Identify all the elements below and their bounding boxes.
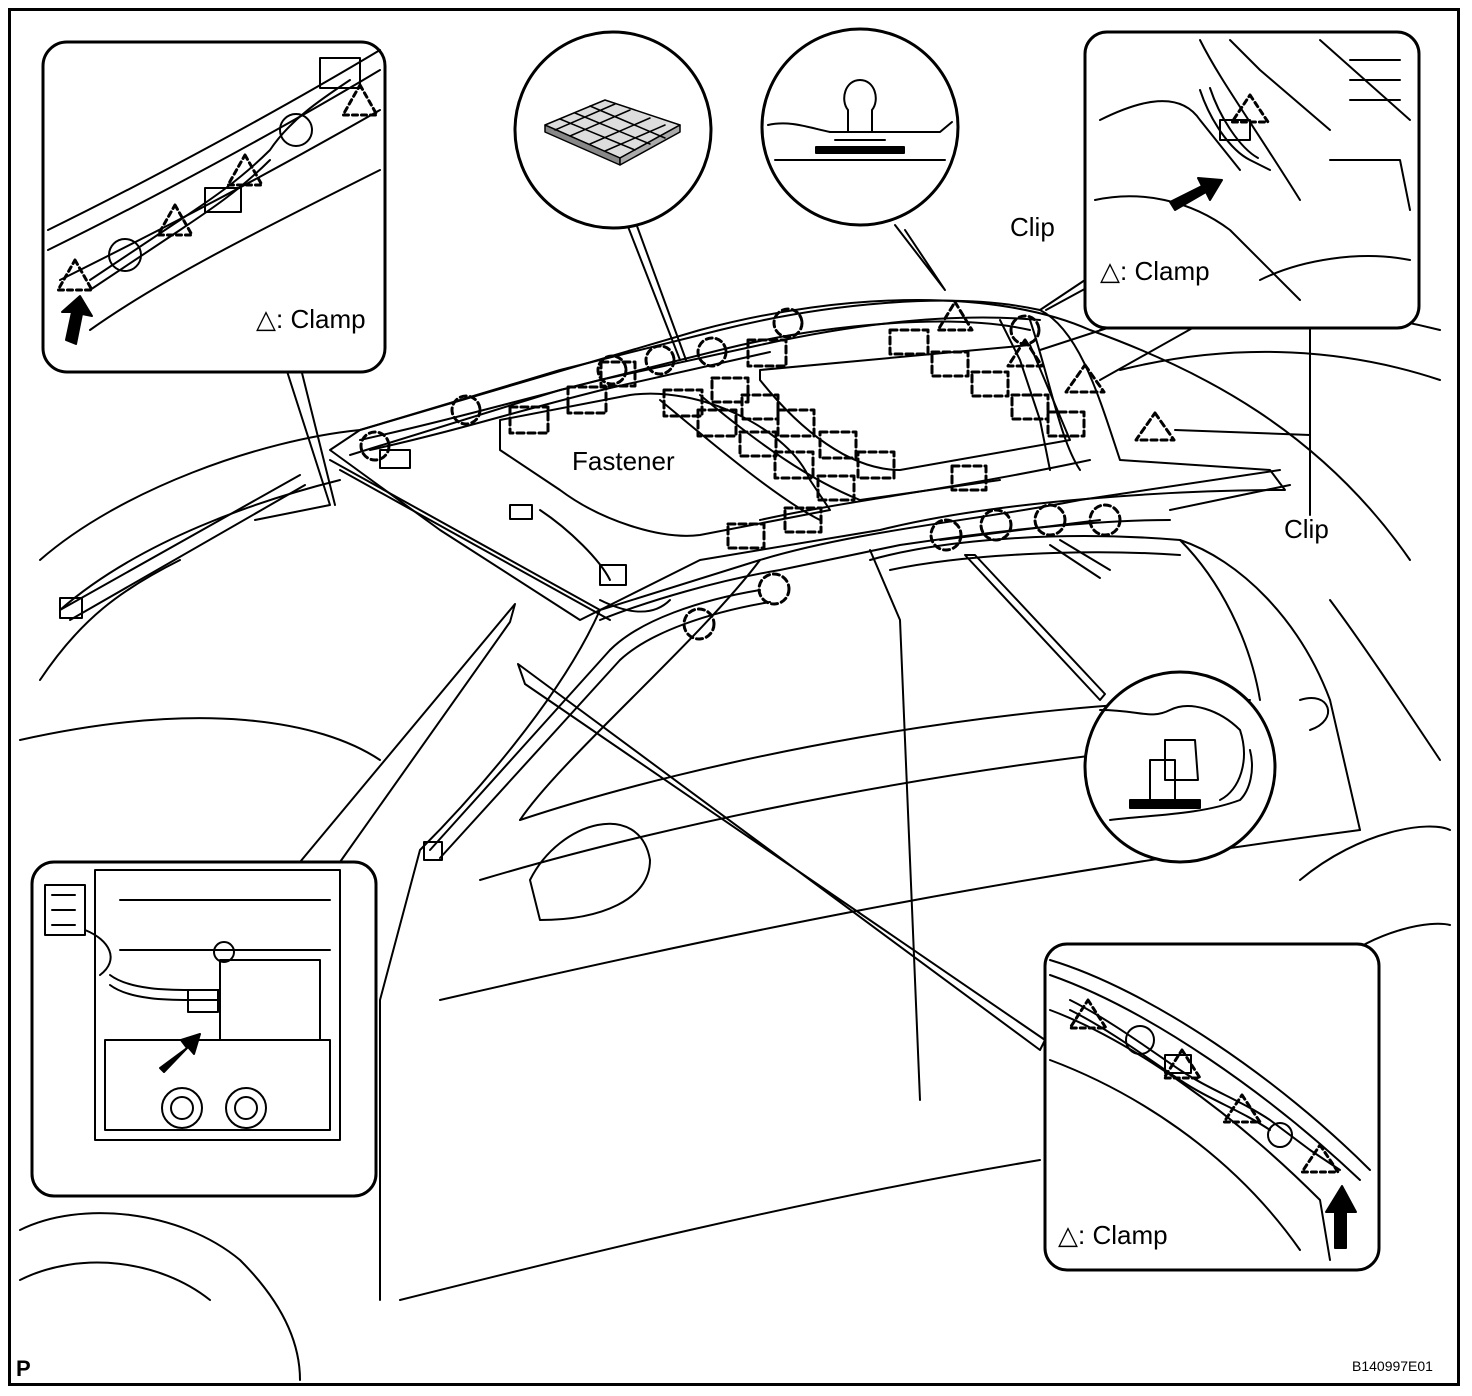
arrow-icon — [61, 295, 93, 345]
velcro-pad-icon — [544, 99, 681, 166]
corner-letter: P — [16, 1356, 31, 1381]
arrow-icon — [1325, 1185, 1357, 1249]
clip-detail-circle — [760, 27, 960, 227]
clamp-markers — [936, 300, 1176, 442]
figure-code: B140997E01 — [1352, 1358, 1433, 1374]
push-clip-icon — [815, 79, 905, 154]
clamp-legend-top-right: △: Clamp — [1100, 256, 1210, 286]
inset-top-right — [1083, 30, 1421, 330]
fastener-markers — [508, 328, 1086, 550]
clip-label-right: Clip — [1284, 514, 1329, 544]
clamp-legend-top-left: △: Clamp — [256, 304, 366, 334]
fastener-label: Fastener — [572, 446, 675, 476]
fastener-detail-circle — [513, 30, 713, 230]
headliner-panel — [329, 299, 1291, 621]
clip-label-top: Clip — [1010, 212, 1055, 242]
clip-markers — [359, 307, 1122, 641]
inset-bottom-left — [30, 860, 378, 1198]
clamp-legend-bottom-right: △: Clamp — [1058, 1220, 1168, 1250]
inset-bottom-right — [1043, 942, 1381, 1272]
arrow-icon — [159, 1033, 201, 1073]
inset-top-left — [41, 40, 387, 374]
clip-section-detail-circle — [1083, 670, 1277, 864]
roof-rails — [59, 474, 1111, 861]
arrow-icon — [1169, 177, 1223, 211]
